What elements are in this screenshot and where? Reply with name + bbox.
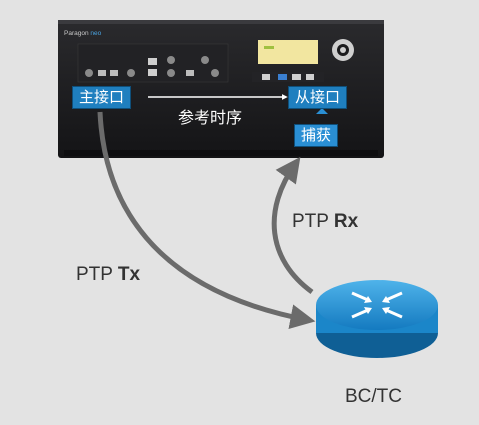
paragon-neo-device (58, 20, 384, 158)
network-port-icon (252, 72, 324, 82)
capture-label: 捕获 (294, 124, 339, 147)
ptp-rx-label: PTP Rx (292, 211, 358, 233)
gear-icon (332, 39, 354, 61)
reference-timing-label: 参考时序 (178, 110, 243, 127)
bc-tc-label: BC/TC (345, 386, 402, 407)
router-icon (316, 280, 438, 358)
brand-name: Paragon (64, 30, 89, 37)
device-brand: Paragon neo (64, 30, 101, 37)
ptp-rx-prefix: PTP (292, 211, 334, 232)
ptp-tx-prefix: PTP (76, 264, 118, 285)
ptp-rx-suffix: Rx (333, 211, 359, 232)
capture-arrow (316, 108, 328, 114)
brand-model: neo (90, 30, 102, 37)
lcd-display (258, 40, 318, 64)
ptp-tx-arrow (97, 111, 316, 330)
ptp-rx-arrow (271, 156, 314, 295)
ptp-tx-suffix: Tx (117, 264, 141, 285)
io-panel (77, 43, 229, 83)
ptp-tx-label: PTP Tx (76, 264, 140, 286)
master-port-label: 主接口 (72, 86, 132, 109)
slave-port-label: 从接口 (288, 86, 348, 109)
